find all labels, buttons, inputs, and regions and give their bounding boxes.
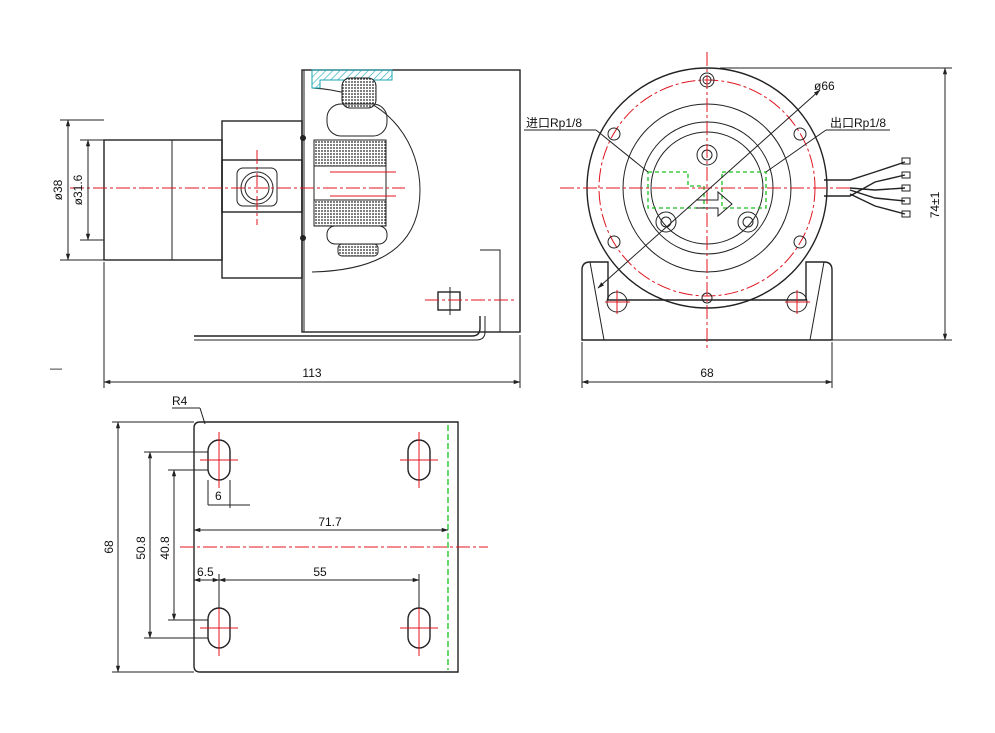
side-view: ø38 ø31.6 113 <box>51 69 521 388</box>
rotor-upper <box>341 77 377 109</box>
cable-gland <box>437 291 461 311</box>
front-base <box>581 261 833 341</box>
inlet-port-hidden <box>647 171 705 209</box>
dim-flange-dia: ø66 <box>814 79 835 93</box>
label-inlet: 进口Rp1/8 <box>526 116 582 130</box>
front-view: ø66 进口Rp1/8 出口Rp1/8 74±1 68 <box>524 52 952 388</box>
dim-corner-radius: R4 <box>172 394 188 408</box>
dim-inner-dia: ø31.6 <box>71 174 85 205</box>
stray-mark: — <box>50 361 62 375</box>
dim-slot-width: 6 <box>215 489 222 503</box>
motor-body <box>103 139 223 261</box>
dim-front-height: 74±1 <box>928 191 942 218</box>
base-plate-outline <box>193 421 459 673</box>
dim-hole-spacing: 55 <box>313 565 327 579</box>
outlet-port-hidden <box>721 171 767 209</box>
dim-slot-span-inner: 40.8 <box>158 536 172 560</box>
dim-base-height: 68 <box>102 540 116 554</box>
dim-overall-length: 113 <box>302 366 321 380</box>
dim-outer-dia: ø38 <box>51 179 65 200</box>
dim-front-width: 68 <box>700 366 714 380</box>
dim-slot-span-outer: 50.8 <box>134 536 148 560</box>
base-plate-view: R4 68 50.8 40.8 6 71.7 6.5 55 <box>102 394 488 673</box>
label-outlet: 出口Rp1/8 <box>830 116 886 130</box>
dim-offset-x: 71.7 <box>318 515 342 529</box>
base-foot <box>194 316 481 337</box>
rotor-core <box>313 139 387 167</box>
pump-housing <box>301 69 521 333</box>
dim-edge-offset: 6.5 <box>197 565 214 579</box>
cable <box>824 161 906 215</box>
